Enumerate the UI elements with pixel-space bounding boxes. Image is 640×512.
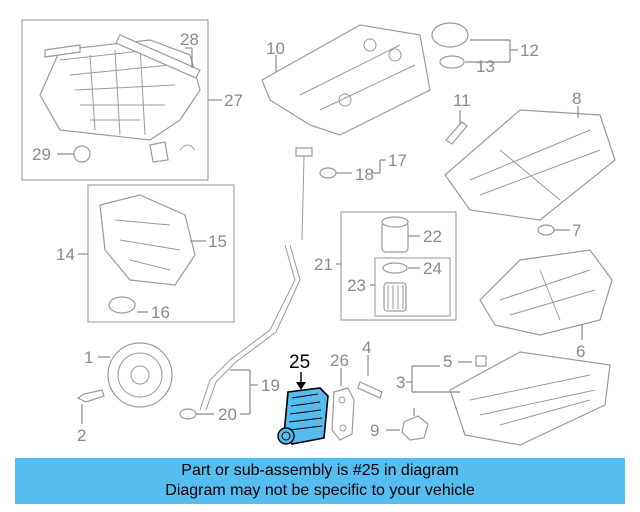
callout-13: 13 xyxy=(476,57,495,76)
callout-23: 23 xyxy=(347,276,366,295)
oil-pan-upper-group: 7 6 xyxy=(479,221,613,361)
callout-2: 2 xyxy=(77,426,86,445)
callout-9: 9 xyxy=(370,421,379,440)
banner-line-1: Part or sub-assembly is #25 in diagram xyxy=(181,462,459,479)
callout-14: 14 xyxy=(56,245,75,264)
dipstick-group: 18 17 xyxy=(295,147,407,241)
callout-10: 10 xyxy=(266,39,285,58)
callout-22: 22 xyxy=(423,227,442,246)
callout-7: 7 xyxy=(572,221,581,240)
parts-diagram: 28 27 29 10 12 13 11 8 xyxy=(21,19,616,446)
callout-8: 8 xyxy=(572,89,581,108)
dipstick-tube-group: 19 20 xyxy=(179,244,301,424)
callout-18: 18 xyxy=(355,165,374,184)
timing-cover-group: 14 15 16 xyxy=(56,184,235,323)
callout-1: 1 xyxy=(84,348,93,367)
callout-11: 11 xyxy=(453,91,471,110)
intake-manifold-group: 28 27 29 xyxy=(21,19,243,181)
callout-21: 21 xyxy=(314,255,333,274)
callout-27: 27 xyxy=(224,91,243,110)
callout-17: 17 xyxy=(388,151,407,170)
seal-4-group: 4 xyxy=(357,338,383,399)
callout-6: 6 xyxy=(576,342,585,361)
callout-28: 28 xyxy=(180,30,199,49)
callout-19: 19 xyxy=(261,376,280,395)
banner-line-2: Diagram may not be specific to your vehi… xyxy=(165,482,475,499)
callout-3: 3 xyxy=(396,373,405,392)
callout-5: 5 xyxy=(443,352,452,371)
callout-29: 29 xyxy=(32,145,51,164)
callout-20: 20 xyxy=(218,405,237,424)
callout-26: 26 xyxy=(330,351,349,370)
callout-24: 24 xyxy=(423,259,442,278)
gasket-26-group: 26 xyxy=(330,351,355,441)
callout-15: 15 xyxy=(208,232,227,251)
oil-filter-group: 22 24 21 23 xyxy=(314,211,457,321)
callout-4: 4 xyxy=(362,338,371,357)
callout-16: 16 xyxy=(151,303,170,322)
info-banner: Part or sub-assembly is #25 in diagram D… xyxy=(15,458,625,504)
oil-pan-lower-group: 5 3 9 xyxy=(370,351,611,446)
callout-12: 12 xyxy=(520,41,539,60)
oil-cooler-part-25: 25 xyxy=(277,352,329,445)
cylinder-block-group: 11 8 xyxy=(444,89,616,221)
valve-cover-group: 10 12 13 xyxy=(261,22,539,136)
crank-pulley-group: 1 2 xyxy=(76,342,173,445)
callout-25: 25 xyxy=(289,352,310,373)
